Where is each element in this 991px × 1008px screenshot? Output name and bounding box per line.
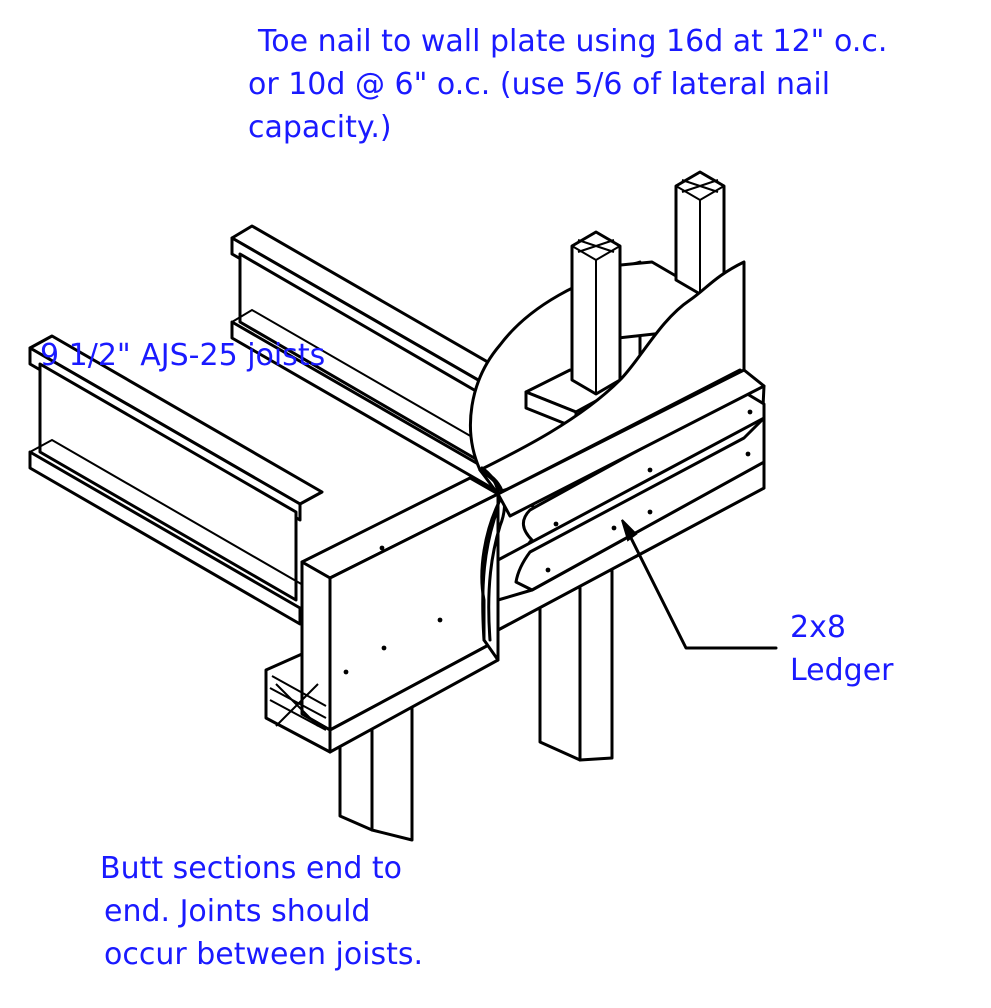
- ledger-label-name: Ledger: [790, 653, 894, 688]
- main-beam: [264, 476, 500, 754]
- butt-joint-note: Butt sections end to end. Joints should …: [100, 847, 423, 976]
- butt-note-line-2: end. Joints should: [104, 894, 371, 929]
- wall-plate-note-line-1: Toe nail to wall plate using 16d at 12" …: [258, 24, 888, 59]
- butt-note-line-3: occur between joists.: [104, 937, 424, 972]
- front-i-joist: [28, 334, 324, 626]
- back-i-joist: [230, 224, 514, 490]
- wall-plate-note-line-3: capacity.): [248, 110, 392, 145]
- butt-note-line-1: Butt sections end to: [100, 851, 403, 886]
- wall-plate-note-line-2: or 10d @ 6" o.c. (use 5/6 of lateral nai…: [248, 67, 831, 102]
- ledger-label: 2x8 Ledger: [790, 606, 894, 692]
- ledger-board: [496, 368, 766, 632]
- joists-label: 9 1/2" AJS-25 joists: [40, 338, 326, 373]
- ledger-label-size: 2x8: [790, 610, 846, 645]
- wall-plate-nailing-note: Toe nail to wall plate using 16d at 12" …: [248, 20, 887, 149]
- nail-marks: [343, 409, 753, 675]
- ledger-leader: [621, 519, 778, 650]
- wall-studs: [570, 170, 726, 396]
